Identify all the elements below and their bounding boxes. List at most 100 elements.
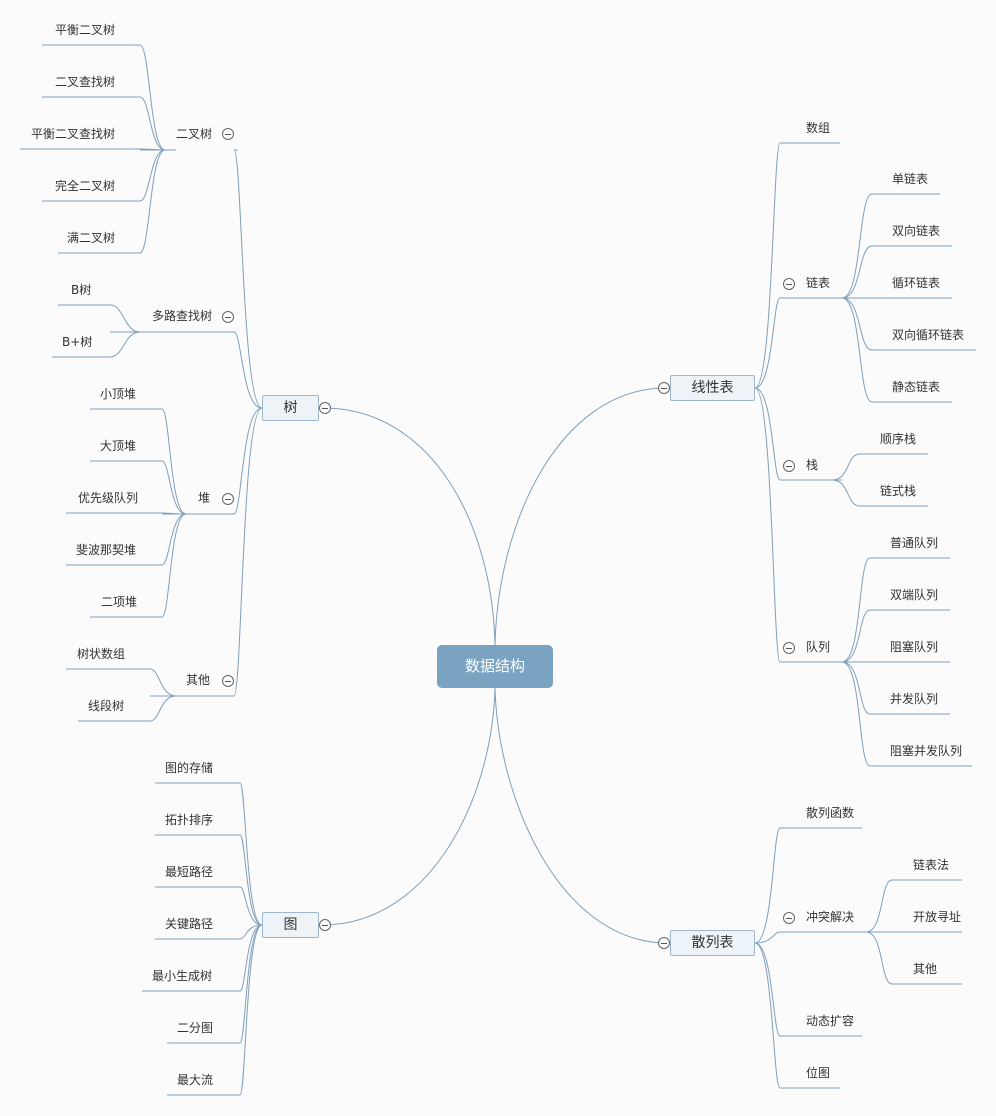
leaf-complete-binary-tree[interactable]: 完全二叉树 <box>55 179 116 193</box>
leaf-normal-queue[interactable]: 普通队列 <box>890 536 939 550</box>
branch-curve <box>831 453 861 481</box>
collapse-linear-icon[interactable] <box>658 382 670 394</box>
node-dynamic-resize[interactable]: 动态扩容 <box>806 1014 855 1028</box>
branch-curve <box>831 479 861 507</box>
leaf-bipartite-graph[interactable]: 二分图 <box>177 1021 214 1035</box>
branch-curve <box>149 668 177 697</box>
branch-curve <box>233 331 263 409</box>
node-array[interactable]: 数组 <box>806 121 831 135</box>
branch-curve <box>239 924 263 1044</box>
leaf-topological-sort[interactable]: 拓扑排序 <box>165 813 214 827</box>
branch-curve <box>754 827 781 944</box>
collapse-binary-tree-icon[interactable] <box>222 128 234 140</box>
leaf-critical-path[interactable]: 关键路径 <box>165 917 214 931</box>
leaf-open-addressing[interactable]: 开放寻址 <box>913 910 962 924</box>
node-multiway-tree[interactable]: 多路查找树 <box>152 309 213 323</box>
collapse-heap-icon[interactable] <box>222 493 234 505</box>
leaf-blocking-queue[interactable]: 阻塞队列 <box>890 640 939 654</box>
node-hash[interactable]: 散列表 <box>670 930 755 956</box>
branch-curve <box>841 609 871 663</box>
node-tree[interactable]: 树 <box>262 395 319 421</box>
branch-curve <box>754 297 781 389</box>
branch-curve <box>239 924 263 940</box>
leaf-binary-search-tree[interactable]: 二叉查找树 <box>55 75 116 89</box>
leaf-balanced-binary-tree[interactable]: 平衡二叉树 <box>55 23 116 37</box>
collapse-conflict-icon[interactable] <box>783 912 795 924</box>
leaf-deque[interactable]: 双端队列 <box>890 588 939 602</box>
node-stack[interactable]: 栈 <box>806 458 819 472</box>
branch-curve <box>161 408 187 515</box>
leaf-min-spanning-tree[interactable]: 最小生成树 <box>152 969 213 983</box>
branch-curve <box>754 942 781 1089</box>
branch-curve <box>754 142 781 389</box>
node-graph[interactable]: 图 <box>262 912 319 938</box>
main-branch-tree <box>325 407 496 646</box>
leaf-priority-queue[interactable]: 优先级队列 <box>78 491 139 505</box>
leaf-chaining[interactable]: 链表法 <box>913 858 950 872</box>
leaf-doubly-circular-list[interactable]: 双向循环链表 <box>892 328 965 342</box>
leaf-b-tree[interactable]: B树 <box>71 283 92 297</box>
leaf-full-binary-tree[interactable]: 满二叉树 <box>67 231 116 245</box>
branch-curve <box>233 407 263 697</box>
node-hash-function[interactable]: 散列函数 <box>806 806 855 820</box>
branch-curve <box>841 297 873 351</box>
leaf-singly-linked-list[interactable]: 单链表 <box>892 172 929 186</box>
main-branch-linear <box>494 387 665 646</box>
branch-curve <box>161 460 187 515</box>
node-bitmap[interactable]: 位图 <box>806 1066 831 1080</box>
branch-curve <box>139 44 166 151</box>
leaf-min-heap[interactable]: 小顶堆 <box>100 387 137 401</box>
node-linear[interactable]: 线性表 <box>670 375 755 401</box>
branch-curve <box>239 782 263 926</box>
branch-curve <box>139 149 166 254</box>
branch-curve <box>865 879 893 933</box>
node-linked-list[interactable]: 链表 <box>806 276 831 290</box>
branch-curve <box>754 931 781 944</box>
branch-curve <box>139 96 166 151</box>
collapse-tree-other-icon[interactable] <box>222 675 234 687</box>
node-binary-tree[interactable]: 二叉树 <box>176 127 213 141</box>
branch-curve <box>239 886 263 926</box>
collapse-graph-icon[interactable] <box>319 919 331 931</box>
branch-curve <box>841 661 871 767</box>
collapse-queue-icon[interactable] <box>783 642 795 654</box>
collapse-hash-icon[interactable] <box>658 937 670 949</box>
branch-curve <box>841 661 871 715</box>
node-tree-other[interactable]: 其他 <box>186 673 211 687</box>
leaf-conflict-other[interactable]: 其他 <box>913 962 938 976</box>
leaf-static-linked-list[interactable]: 静态链表 <box>892 380 941 394</box>
collapse-stack-icon[interactable] <box>783 460 795 472</box>
node-queue[interactable]: 队列 <box>806 640 831 654</box>
leaf-concurrent-queue[interactable]: 并发队列 <box>890 692 939 706</box>
leaf-circular-linked-list[interactable]: 循环链表 <box>892 276 941 290</box>
branch-curve <box>754 387 781 663</box>
branch-curve <box>161 513 187 618</box>
leaf-linked-stack[interactable]: 链式栈 <box>880 484 917 498</box>
leaf-doubly-linked-list[interactable]: 双向链表 <box>892 224 941 238</box>
leaf-binomial-heap[interactable]: 二项堆 <box>101 595 138 609</box>
root-node[interactable]: 数据结构 <box>437 645 553 688</box>
leaf-max-flow[interactable]: 最大流 <box>177 1073 214 1087</box>
leaf-fibonacci-heap[interactable]: 斐波那契堆 <box>76 543 137 557</box>
leaf-b-plus-tree[interactable]: B+树 <box>62 335 93 349</box>
leaf-sequential-stack[interactable]: 顺序栈 <box>880 432 917 446</box>
node-heap[interactable]: 堆 <box>198 491 211 505</box>
branch-curve <box>841 557 871 663</box>
leaf-segment-tree[interactable]: 线段树 <box>88 699 125 713</box>
branch-curve <box>754 387 781 481</box>
branch-curve <box>841 297 873 403</box>
collapse-linked-list-icon[interactable] <box>783 278 795 290</box>
branch-curve <box>239 924 263 992</box>
leaf-graph-storage[interactable]: 图的存储 <box>165 761 214 775</box>
collapse-tree-icon[interactable] <box>319 402 331 414</box>
main-branch-graph <box>325 687 496 926</box>
node-conflict-resolution[interactable]: 冲突解决 <box>806 910 855 924</box>
branch-curve <box>239 834 263 926</box>
leaf-fenwick-tree[interactable]: 树状数组 <box>77 647 126 661</box>
leaf-max-heap[interactable]: 大顶堆 <box>100 439 137 453</box>
leaf-shortest-path[interactable]: 最短路径 <box>165 865 214 879</box>
leaf-blocking-concurrent-queue[interactable]: 阻塞并发队列 <box>890 744 963 758</box>
collapse-multiway-tree-icon[interactable] <box>222 311 234 323</box>
leaf-balanced-bst[interactable]: 平衡二叉查找树 <box>31 127 116 141</box>
